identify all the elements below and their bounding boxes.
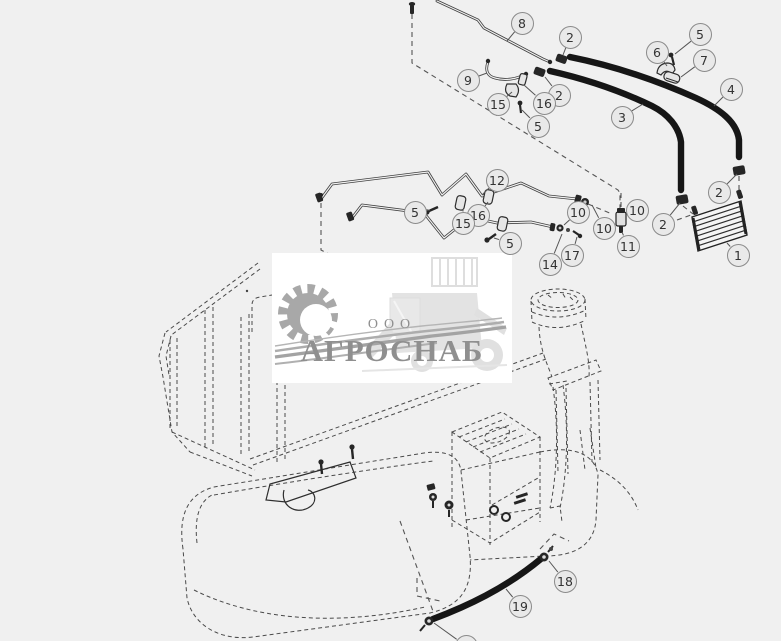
bolt-5-top-right [668, 52, 676, 66]
oil-hose-4 [566, 53, 743, 161]
leader-line-15 [506, 91, 513, 97]
part-callout-6: 6 [645, 40, 669, 64]
leader-line-16 [484, 201, 489, 207]
part-callout-16: 16 [532, 91, 556, 115]
watermark-panel: ООО АГРОСНАБ [272, 253, 512, 383]
battery-box-outline [450, 380, 568, 545]
leader-line-8 [506, 31, 516, 42]
part-callout-10: 10 [625, 198, 649, 222]
gear-logo-icon [278, 284, 338, 344]
fitting-2b [533, 66, 546, 77]
clamp-16-top [517, 73, 528, 86]
leader-line-16 [523, 84, 536, 96]
part-callout-3: 3 [610, 105, 634, 129]
tank-strap-bracket [265, 444, 436, 511]
part-callout-19: 19 [508, 594, 532, 618]
leader-line-5 [493, 237, 500, 241]
leader-line-14 [553, 233, 563, 254]
clamp-7 [663, 71, 681, 84]
part-callout-7: 7 [692, 48, 716, 72]
part-callout-2: 2 [558, 25, 582, 49]
watermark-company-prefix: ООО [367, 317, 417, 332]
leader-line-2 [726, 173, 738, 185]
leader-line-2 [544, 76, 553, 87]
fuel-line-lower [346, 203, 555, 240]
part-callout-10: 10 [592, 216, 616, 240]
part-callout-15: 15 [451, 211, 475, 235]
leader-line-1 [726, 242, 731, 247]
leader-line-10 [563, 219, 570, 226]
leader-line-5 [521, 109, 531, 119]
leader-line-2 [669, 202, 681, 216]
part-callout-5: 5 [403, 200, 427, 224]
fuel-line-12-upper [315, 170, 579, 203]
watermark-company-name: АГРОСНАБ [300, 333, 484, 368]
fitting-2a [555, 53, 568, 64]
fuel-return-tube-8 [435, 0, 553, 65]
part-callout-8: 8 [510, 11, 534, 35]
leader-line-10 [591, 204, 600, 219]
part-callout-5: 5 [498, 231, 522, 255]
part-callout-4: 4 [719, 77, 743, 101]
fitting-2c [675, 194, 689, 205]
leader-line-12 [481, 187, 490, 196]
wheat-swoosh-icon [274, 317, 507, 365]
clamp-15-mid [454, 195, 467, 211]
part-callout-10: 10 [566, 200, 590, 224]
part-callout-18: 18 [553, 569, 577, 593]
leader-line-2 [562, 47, 567, 56]
banjo-fitting-lower [549, 222, 583, 239]
leader-line-4 [713, 96, 724, 107]
leader-line-17 [574, 236, 578, 245]
oil-hose-3 [546, 67, 685, 194]
part-callout-14: 14 [538, 252, 562, 276]
leader-line-19 [505, 588, 514, 598]
bolt-5-mid-lower [484, 233, 497, 243]
oil-cooler [691, 189, 748, 252]
part-callout-9: 9 [456, 68, 480, 92]
part-callout-2: 2 [651, 212, 675, 236]
leader-line-18 [548, 560, 559, 573]
part-callout-17: 17 [560, 243, 584, 267]
screw-top-left [408, 2, 416, 14]
part-callout-5: 5 [688, 22, 712, 46]
drain-valves [429, 493, 511, 522]
leader-line-5 [674, 40, 692, 55]
fuel-hose-19 [419, 545, 554, 632]
clamp-lower-mid [496, 216, 509, 232]
bolt-5-mid-top [517, 100, 523, 114]
part-callout-2: 2 [707, 180, 731, 204]
part-callout-12: 12 [485, 168, 509, 192]
check-valve-11 [615, 208, 627, 233]
callout-leader-lines [426, 31, 738, 640]
leader-line-6 [663, 61, 668, 67]
leader-line-3 [631, 103, 644, 112]
clamp-15-top [504, 83, 520, 98]
fitting-2d [732, 165, 746, 176]
leader-line-unlabeled [433, 622, 457, 640]
clamp-16-mid [482, 189, 495, 205]
leader-line-9 [478, 72, 488, 77]
part-callout-15: 15 [486, 92, 510, 116]
watermark-logo-art [274, 257, 508, 372]
part-callout-5: 5 [526, 114, 550, 138]
filler-neck-outline [530, 288, 602, 475]
vent-tube-9 [485, 58, 529, 81]
rear-tank-outline [158, 262, 286, 477]
part-callout-11: 11 [616, 234, 640, 258]
part-callout-1: 1 [726, 243, 750, 267]
leader-line-7 [680, 66, 696, 78]
